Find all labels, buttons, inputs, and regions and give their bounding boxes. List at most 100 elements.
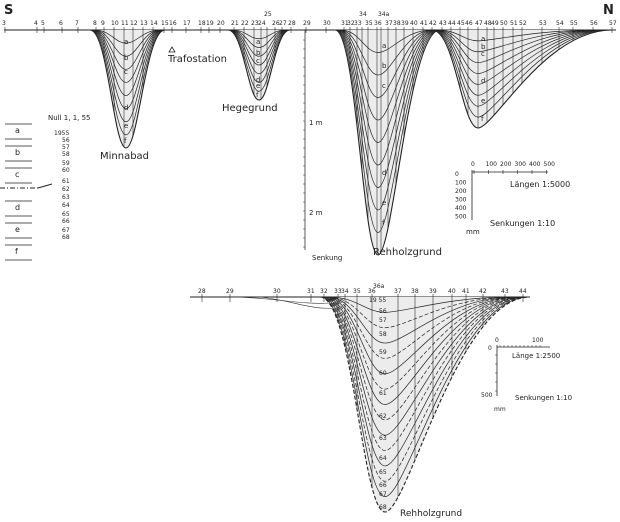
unit-label: mm — [494, 406, 506, 413]
legend-year: 61 — [62, 178, 70, 185]
isoline — [336, 29, 438, 188]
scale-x-tick: 0 — [471, 161, 475, 168]
isoline — [436, 29, 599, 64]
station-label: 43 — [501, 288, 509, 295]
station-label: 45 — [457, 20, 465, 27]
station-label: 42 — [429, 20, 437, 27]
isoline — [319, 296, 531, 513]
curve-letter-d: d — [256, 76, 260, 84]
station-label: 30 — [323, 20, 331, 27]
year-label: 61 — [379, 390, 387, 397]
station-label: 56 — [590, 20, 598, 27]
year-label: 57 — [379, 317, 387, 324]
scale-y-500: 500 — [481, 392, 493, 399]
isoline — [337, 29, 437, 166]
hegegrund-label: Hegegrund — [222, 103, 278, 114]
station-label: 35 — [365, 20, 373, 27]
isoline — [94, 29, 161, 57]
rehholzgrund-top-label: Rehholzgrund — [373, 247, 442, 258]
station-label: 29 — [226, 288, 234, 295]
rehholzgrund-bottom-label: Rehholzgrund — [400, 509, 462, 519]
isoline — [340, 29, 433, 76]
station-label: 23 — [251, 20, 259, 27]
isoline — [92, 29, 162, 83]
curve-letter-b: b — [481, 43, 486, 51]
isoline — [322, 296, 524, 451]
isoline — [229, 29, 289, 75]
station-label: 33 — [354, 20, 362, 27]
station-label: 18 — [198, 20, 206, 27]
isoline — [329, 296, 510, 313]
isoline — [338, 29, 436, 143]
depth-2m: 2 m — [309, 209, 323, 217]
isoline — [325, 296, 518, 390]
scale-bottom: 0 100 0 500 Länge 1:2500 Senkungen 1:10 … — [481, 337, 572, 413]
curve-letter-d: d — [481, 77, 485, 85]
curve-letter-e: e — [382, 199, 386, 207]
station-label: 31 — [307, 288, 315, 295]
curve-letter-e: e — [124, 122, 128, 130]
legend-box-b: b — [15, 148, 20, 157]
legend-year: 65 — [62, 211, 70, 218]
south-label: S — [4, 3, 13, 18]
curve-letter-c: c — [256, 57, 260, 65]
station-label: 29 — [303, 20, 311, 27]
isoline — [435, 29, 604, 85]
curve-letter-f: f — [481, 115, 484, 123]
legend-box-f: f — [15, 247, 18, 256]
legend-year: 63 — [62, 194, 70, 201]
station-label: 4 — [34, 20, 38, 27]
year-label: 66 — [379, 482, 387, 489]
year-label: 58 — [379, 331, 387, 338]
north-label: N — [603, 3, 614, 18]
station-label: 39 — [429, 288, 437, 295]
year-label: 63 — [379, 435, 387, 442]
station-label: 41 — [420, 20, 428, 27]
station-label: 34 — [359, 11, 367, 18]
isoline — [94, 29, 160, 44]
station-label: 51 — [510, 20, 518, 27]
depth-scale-label: Senkungen 1:10 — [515, 394, 572, 402]
station-label: 46 — [465, 20, 473, 27]
curve-letter-f: f — [382, 219, 385, 227]
station-label: 36 — [368, 288, 376, 295]
curve-letter-b: b — [382, 62, 387, 70]
curve-letter-b: b — [256, 49, 261, 57]
trough-fill — [90, 30, 165, 148]
year-label: 62 — [379, 413, 387, 420]
station-label: 11 — [121, 20, 129, 27]
curve-letter-e: e — [481, 97, 485, 105]
station-label: 32 — [320, 288, 328, 295]
isoline — [321, 296, 527, 482]
legend-year: 62 — [62, 186, 70, 193]
legend-year: 60 — [62, 167, 70, 174]
depth-axis: 1 m 2 m Senkung — [303, 30, 342, 262]
station-label: 9 — [101, 20, 105, 27]
station-label: 12 — [130, 20, 138, 27]
scale-y-0: 0 — [488, 345, 492, 352]
curve-letter-b: b — [124, 54, 129, 62]
station-label: 28 — [288, 20, 296, 27]
station-label: 53 — [539, 20, 547, 27]
scale-x-tick: 300 — [515, 161, 527, 168]
null-label: Null 1, 1, 55 — [48, 114, 91, 122]
isoline — [432, 29, 610, 118]
curve-letter-f: f — [256, 91, 259, 99]
isoline — [338, 29, 435, 121]
legend-year: 59 — [62, 160, 70, 167]
scale-x-tick: 200 — [500, 161, 512, 168]
station-label: 41 — [462, 288, 470, 295]
station-label: 55 — [570, 20, 578, 27]
station-label: 14 — [150, 20, 158, 27]
curve-letter-a: a — [382, 42, 386, 50]
station-label: 47 — [475, 20, 483, 27]
minnabad-label: Minnabad — [100, 151, 149, 162]
isoline — [336, 29, 439, 211]
year-label: 67 — [379, 491, 387, 498]
curve-letter-c: c — [382, 82, 386, 90]
station-label: 49 — [491, 20, 499, 27]
scale-y-tick: 200 — [455, 188, 467, 195]
